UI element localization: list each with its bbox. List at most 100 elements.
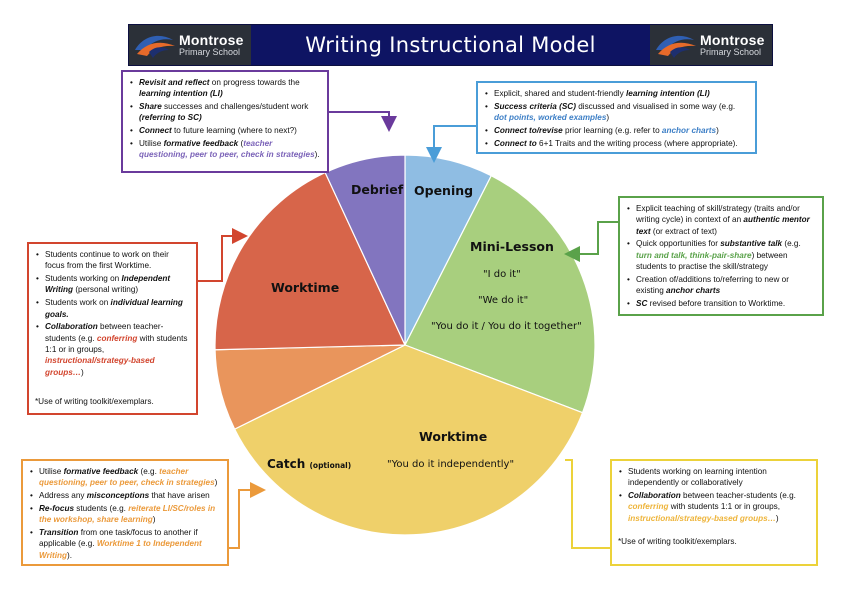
label-we-do: "We do it" — [478, 295, 529, 306]
minilesson-bullet-3-run-1: Creation of/additions to/referring to ne… — [636, 274, 789, 296]
minilesson-bullet-1: Explicit teaching of skill/strategy (tra… — [626, 203, 816, 237]
debrief-bullet-3: Connect to future learning (where to nex… — [129, 125, 321, 137]
title-band: Writing Instructional Model — [251, 25, 650, 65]
catch-bullet-4-run-4: ). — [67, 550, 73, 560]
catch-bullet-2-run-2: misconceptions — [86, 491, 150, 501]
catch-bullet-1: Utilise formative feedback (e.g. teacher… — [29, 466, 221, 489]
label-you-do: "You do it / You do it together" — [431, 321, 582, 332]
minilesson-box: Explicit teaching of skill/strategy (tra… — [618, 196, 824, 316]
opening-bullet-4: Connect to 6+1 Traits and the writing pr… — [484, 138, 749, 150]
debrief-bullet-1: Revisit and reflect on progress towards … — [129, 77, 321, 100]
worktime_left-bullet-4-run-2: between teacher-students (e.g. — [45, 322, 164, 343]
logo-subtitle: Primary School — [179, 46, 241, 57]
debrief-bullet-2-run-3: (referring to SC) — [139, 113, 202, 123]
minilesson-bullet-2-run-5: ) between students to practise the skill… — [636, 250, 788, 272]
label-catch-optional: (optional) — [309, 461, 352, 470]
school-logo-right: Montrose Primary School — [650, 25, 772, 65]
debrief-box: Revisit and reflect on progress towards … — [121, 70, 329, 173]
worktime-left-box: Students continue to work on their focus… — [27, 242, 198, 415]
minilesson-bullet-2-run-1: Quick opportunities for — [636, 239, 721, 249]
worktime_left-bullet-2: Students working on Independent Writing … — [35, 273, 190, 296]
opening-list: Explicit, shared and student-friendly le… — [484, 88, 749, 149]
worktime_main-bullet-2-run-2: between teacher-students (e.g. — [680, 491, 796, 501]
worktime-main-list: Students working on learning intention i… — [618, 466, 810, 524]
worktime_left-bullet-1-run-1: Students continue to work on their focus… — [45, 250, 169, 271]
label-debrief: Debrief — [351, 182, 404, 197]
debrief-bullet-1-run-1: Revisit and reflect — [139, 78, 210, 87]
school-logo-left: Montrose Primary School — [129, 25, 251, 65]
bird-logo-icon — [135, 35, 175, 58]
opening-bullet-3-run-3: anchor charts — [661, 125, 717, 135]
label-opening: Opening — [414, 183, 474, 198]
catch-bullet-2-run-3: that have arisen — [149, 491, 210, 501]
debrief-bullet-3-run-1: Connect — [139, 126, 172, 136]
worktime_main-bullet-2-run-5: instructional/strategy-based groups… — [628, 513, 776, 523]
header-banner: Montrose Primary School Writing Instruct… — [128, 24, 773, 66]
catch-bullet-3: Re-focus students (e.g. reiterate LI/SC/… — [29, 503, 221, 526]
catch-bullet-3-run-2: students (e.g. — [74, 503, 129, 513]
debrief-bullet-4-run-1: Utilise — [139, 139, 164, 149]
catch-box: Utilise formative feedback (e.g. teacher… — [21, 459, 229, 566]
catch-bullet-1-run-5: ) — [214, 478, 218, 488]
worktime_left-bullet-4-run-3: conferring — [96, 333, 138, 343]
worktime-main-box: Students working on learning intention i… — [610, 459, 818, 566]
worktime-left-note: *Use of writing toolkit/exemplars. — [35, 396, 154, 406]
worktime_main-bullet-2: Collaboration between teacher-students (… — [618, 490, 810, 524]
opening-bullet-3-run-1: Connect to/revise — [494, 125, 563, 135]
debrief-bullet-1-run-3: learning intention (LI) — [139, 89, 223, 99]
worktime_left-bullet-2-run-3: (personal writing) — [73, 285, 139, 295]
pie-slice-minilesson — [404, 174, 596, 414]
minilesson-bullet-1-run-1: Explicit teaching of skill/strategy (tra… — [636, 204, 800, 225]
catch-bullet-4: Transition from one task/focus to anothe… — [29, 527, 221, 561]
logo-name: Montrose — [700, 31, 765, 48]
label-worktime-left: Worktime — [271, 280, 340, 295]
minilesson-bullet-1-run-2: authentic mentor text — [636, 215, 810, 236]
page-title: Writing Instructional Model — [305, 33, 596, 57]
worktime_left-bullet-4-run-4: with students 1:1 or in groups, — [45, 333, 188, 354]
worktime_main-bullet-2-run-1: Collaboration — [628, 491, 681, 501]
label-catch: Catch (optional) — [267, 457, 351, 471]
catch-list: Utilise formative feedback (e.g. teacher… — [29, 466, 221, 561]
catch-bullet-4-run-2: from one task/focus to another if applic… — [39, 528, 198, 549]
logo-subtitle: Primary School — [700, 46, 762, 57]
catch-bullet-1-run-2: formative feedback — [63, 467, 139, 476]
debrief-bullet-2-run-1: Share — [139, 102, 162, 112]
worktime_left-bullet-3: Students work on individual learning goa… — [35, 297, 190, 320]
worktime_main-bullet-2-run-4: with students 1:1 or in groups, — [668, 502, 781, 512]
catch-bullet-4-run-3: Worktime 1 to Independent Writing — [39, 539, 202, 560]
catch-bullet-3-run-3: reiterate LI/SC/roles in the workshop, s… — [39, 503, 216, 525]
worktime_left-bullet-3-run-1: Students work on — [45, 298, 111, 308]
label-minilesson: Mini-Lesson — [470, 239, 554, 254]
debrief-list: Revisit and reflect on progress towards … — [129, 77, 321, 161]
opening-bullet-4-run-2: 6+1 Traits and the writing process (wher… — [536, 138, 738, 148]
label-worktime-quote: "You do it independently" — [387, 459, 515, 470]
opening-bullet-2-run-4: ) — [606, 113, 610, 123]
opening-bullet-2: Success criteria (SC) discussed and visu… — [484, 101, 749, 124]
opening-bullet-3: Connect to/revise prior learning (e.g. r… — [484, 125, 749, 137]
label-i-do: "I do it" — [483, 269, 521, 280]
minilesson-bullet-1-run-3: (or extract of text) — [650, 226, 717, 236]
minilesson-bullet-2-run-3: (e.g. — [782, 239, 801, 249]
debrief-bullet-4-run-2: formative feedback — [163, 139, 239, 149]
worktime_left-bullet-3-run-2: individual learning goals. — [45, 298, 183, 319]
opening-bullet-3-run-4: ) — [716, 125, 719, 135]
worktime_left-bullet-1: Students continue to work on their focus… — [35, 249, 190, 272]
debrief-bullet-4-run-3: ( — [238, 139, 244, 149]
minilesson-bullet-4-run-2: revised before transition to Worktime. — [647, 299, 786, 308]
label-catch-text: Catch — [267, 457, 306, 471]
debrief-bullet-4: Utilise formative feedback (teacher ques… — [129, 138, 321, 161]
debrief-bullet-2: Share successes and challenges/student w… — [129, 101, 321, 124]
worktime-left-list: Students continue to work on their focus… — [35, 249, 190, 378]
worktime_left-bullet-2-run-1: Students working on — [45, 274, 122, 284]
opening-bullet-3-run-2: prior learning (e.g. refer to — [562, 125, 662, 135]
debrief-bullet-3-run-2: to future learning (where to next?) — [171, 126, 297, 136]
worktime_main-bullet-1-run-1: Students working on learning intention i… — [628, 467, 767, 488]
catch-bullet-2: Address any misconceptions that have ari… — [29, 490, 221, 502]
worktime_main-bullet-2-run-6: ) — [775, 513, 779, 523]
bird-logo-icon — [656, 35, 696, 58]
opening-bullet-1: Explicit, shared and student-friendly le… — [484, 88, 749, 100]
opening-bullet-1-run-1: Explicit, shared and student-friendly — [494, 89, 626, 98]
debrief-bullet-1-run-2: on progress towards the — [209, 78, 300, 87]
minilesson-bullet-2-run-4: turn and talk, think-pair-share — [636, 250, 752, 260]
